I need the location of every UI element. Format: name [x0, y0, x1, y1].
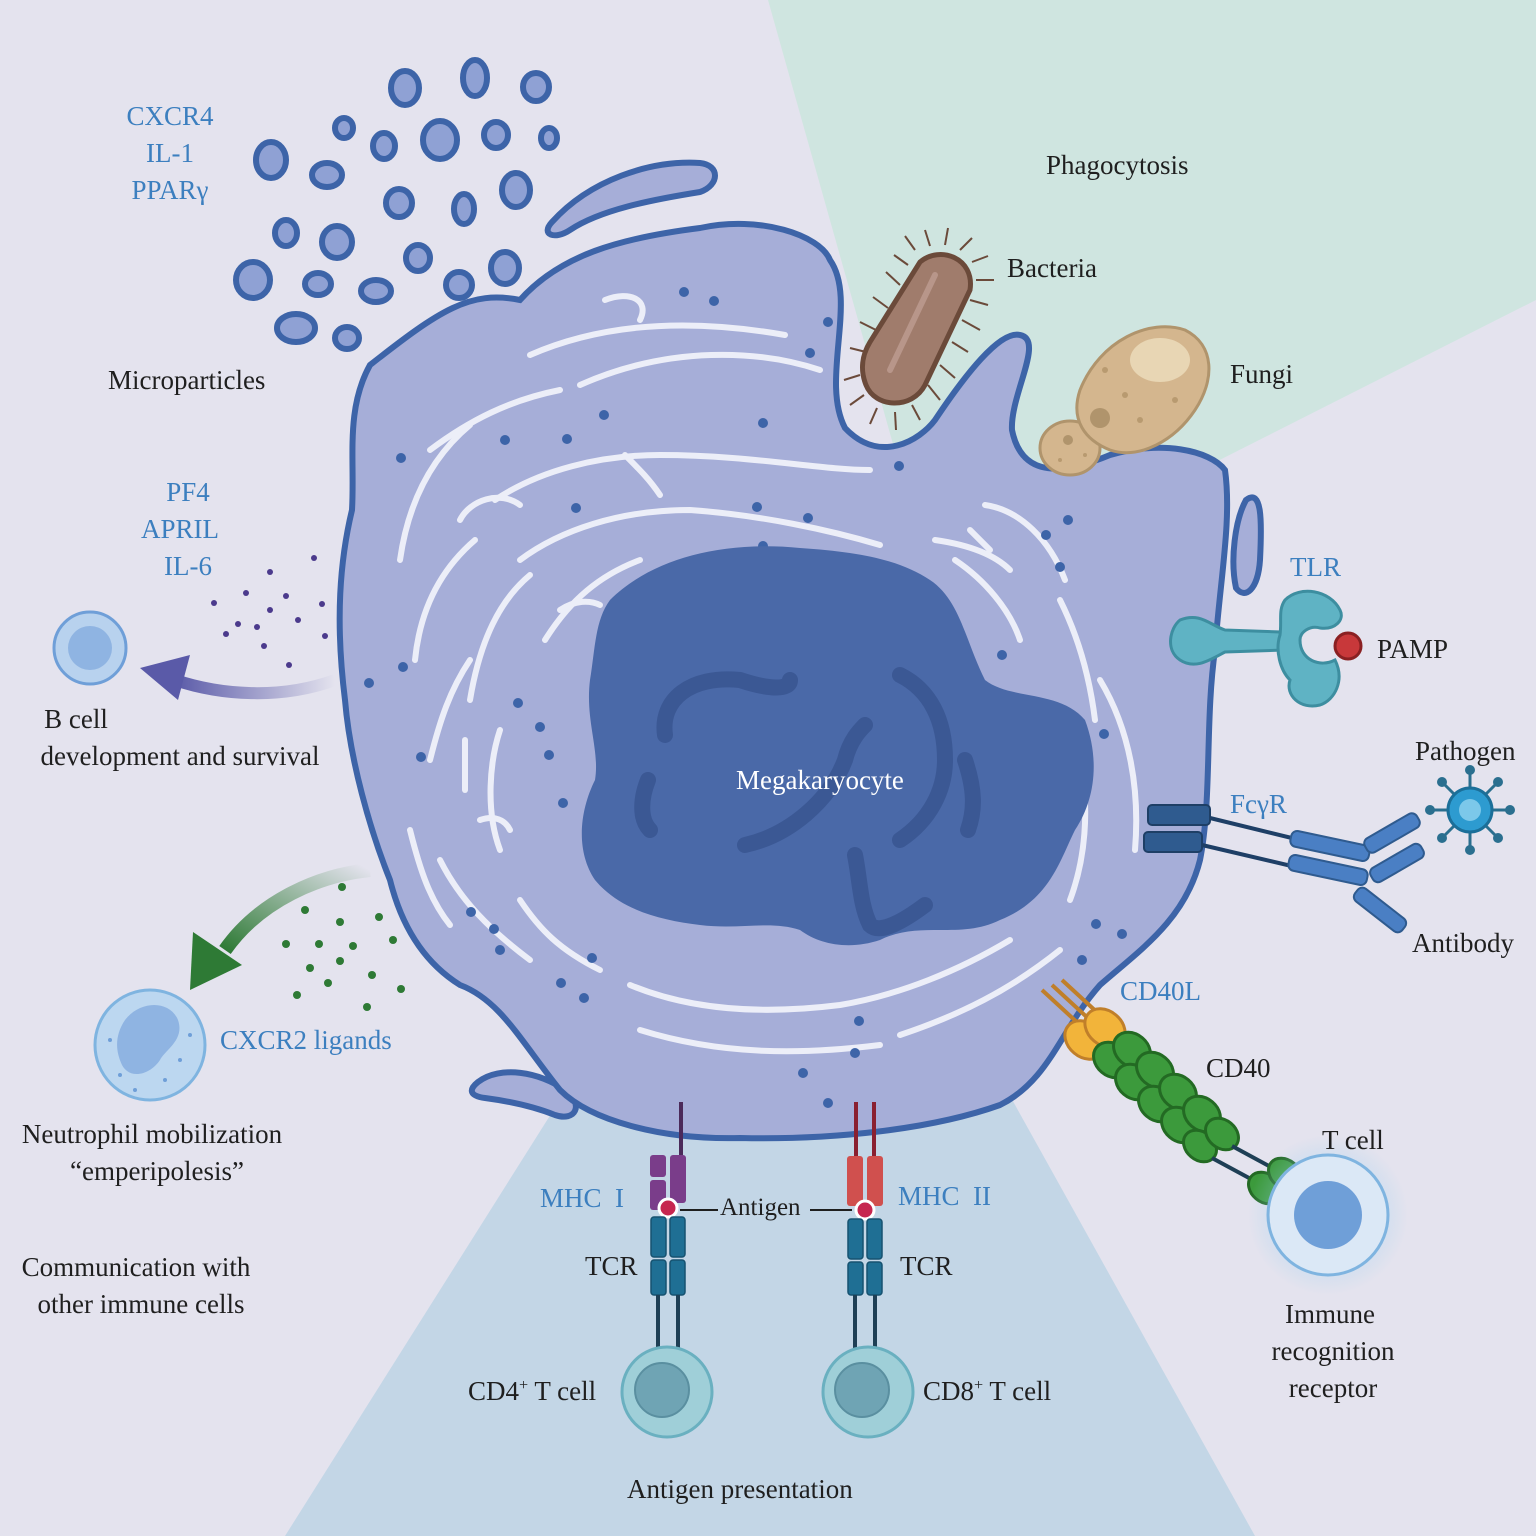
label-communication-1: Communication with — [21, 1252, 251, 1282]
label-communication-2: other immune cells — [37, 1289, 245, 1319]
label-bacteria: Bacteria — [1007, 253, 1097, 283]
label-pathogen: Pathogen — [1415, 736, 1516, 766]
label-fcgr: FcγR — [1230, 789, 1287, 819]
cytoplasm-granules — [364, 287, 1127, 1108]
label-receptor: receptor — [1288, 1373, 1378, 1403]
tlr-receptor — [1169, 589, 1343, 708]
label-t-cell: T cell — [1322, 1125, 1384, 1155]
label-microparticles: Microparticles — [108, 365, 266, 395]
fungi-icon — [1038, 325, 1211, 477]
label-cd40l: CD40L — [1120, 976, 1201, 1006]
microparticles — [233, 57, 560, 352]
mhc1-complex — [650, 1102, 686, 1360]
neutrophil-icon — [93, 988, 207, 1102]
platelet-fragment-bottom — [468, 1069, 579, 1120]
label-mhc2: MHC II — [898, 1181, 991, 1211]
label-fungi: Fungi — [1230, 359, 1294, 389]
label-il1: IL-1 — [146, 138, 194, 168]
label-mhc1: MHC I — [540, 1183, 625, 1213]
label-april: APRIL — [140, 514, 220, 544]
label-phagocytosis: Phagocytosis — [1046, 150, 1189, 180]
platelet-fragment-top — [544, 159, 718, 239]
label-cd8-t-cell: CD8+ T cell — [923, 1376, 1052, 1406]
label-ppar: PPARγ — [131, 175, 209, 205]
label-immune: Immune — [1285, 1299, 1375, 1329]
pathogen-icon — [1425, 765, 1515, 855]
cd40-receptor — [1092, 1030, 1240, 1164]
label-antigen: Antigen — [720, 1194, 801, 1221]
fcgr-receptor — [1143, 804, 1301, 870]
cxcr2-ligand-dots — [282, 883, 405, 1011]
nucleus-lobes — [634, 667, 981, 937]
label-neutrophil-mobilization: Neutrophil mobilization — [21, 1119, 283, 1149]
b-cell-arrow — [173, 674, 338, 700]
label-b-cell: B cell — [44, 704, 108, 734]
label-tcr-left: TCR — [585, 1251, 638, 1281]
label-cd4-t-cell: CD4+ T cell — [468, 1376, 597, 1406]
label-b-cell-development: development and survival — [40, 741, 320, 771]
demarcation-membrane-system — [397, 293, 1140, 1055]
pamp-icon — [1333, 631, 1363, 661]
label-cxcr4: CXCR4 — [126, 101, 214, 131]
label-antibody: Antibody — [1412, 928, 1515, 958]
label-il6: IL-6 — [164, 551, 212, 581]
antigen-presentation-region — [285, 1060, 1255, 1536]
label-emperipolesis: “emperipolesis” — [70, 1156, 244, 1186]
b-cell-factor-dots — [211, 555, 328, 668]
label-megakaryocyte: Megakaryocyte — [736, 765, 904, 795]
platelet-fragment-right — [1230, 494, 1264, 596]
neutrophil-arrow — [219, 863, 371, 955]
bacteria-icon — [843, 227, 994, 431]
label-antigen-presentation: Antigen presentation — [627, 1474, 853, 1504]
label-cxcr2-ligands: CXCR2 ligands — [220, 1025, 392, 1055]
label-cd40: CD40 — [1206, 1053, 1271, 1083]
label-tcr-right: TCR — [900, 1251, 953, 1281]
label-pamp: PAMP — [1377, 634, 1449, 664]
label-recognition: recognition — [1271, 1336, 1395, 1366]
antibody-icon — [1287, 812, 1425, 934]
label-pf4: PF4 — [166, 477, 210, 507]
label-tlr: TLR — [1290, 552, 1341, 582]
mhc2-complex — [847, 1102, 883, 1360]
nucleus — [581, 546, 1094, 946]
